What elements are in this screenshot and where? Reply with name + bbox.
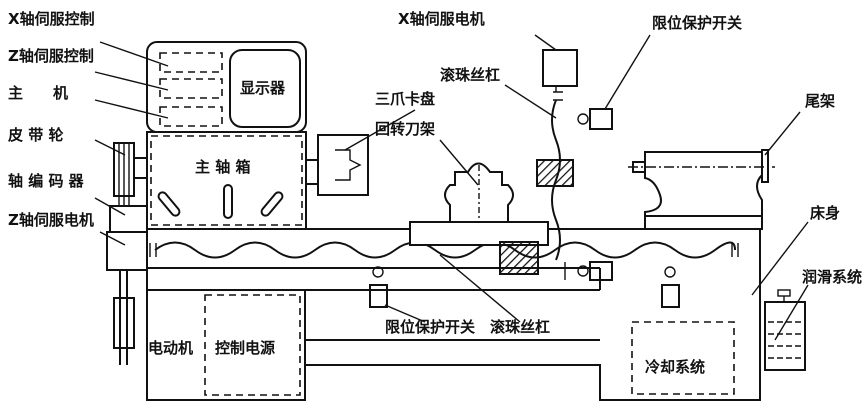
limit-switch-top-label: 限位保护开关 (652, 14, 742, 32)
three-jaw-chuck (305, 134, 369, 196)
ball-screw-bottom-label: 滚珠丝杠 (490, 318, 550, 336)
leader-lines (94, 34, 809, 341)
host-label: 主 机 (8, 84, 68, 102)
display (229, 49, 301, 128)
display-label: 显示器 (240, 79, 286, 97)
lower-pulley (113, 297, 135, 349)
limit-switch-bottom-label: 限位保护开关 (385, 318, 475, 336)
turret (409, 162, 549, 275)
tailstock (628, 149, 775, 230)
tailstock-label: 尾架 (805, 92, 835, 110)
lubrication-tank (764, 289, 806, 371)
limit-switch-mid (564, 261, 613, 281)
belt-pulley (113, 142, 148, 206)
limit-switch-top (577, 108, 613, 130)
turret-label: 回转刀架 (375, 120, 435, 138)
x-servo-motor (542, 49, 578, 87)
z-servo-motor (106, 231, 148, 271)
z-ball-screw (154, 241, 736, 259)
spindle-encoder-label: 轴 编 码 器 (8, 172, 85, 190)
limit-switch-right (661, 266, 680, 308)
lubrication-label: 润滑系统 (802, 268, 862, 286)
bed-label: 床身 (810, 204, 840, 222)
ball-nut (536, 159, 574, 187)
z-servo-control-label: Z轴伺服控制 (8, 47, 94, 65)
x-servo-control-label: X轴伺服控制 (8, 10, 95, 28)
cooling-label: 冷却系统 (645, 358, 705, 376)
lathe-bed (146, 228, 761, 401)
three-jaw-chuck-label: 三爪卡盘 (375, 90, 435, 108)
ball-screw-top-label: 滚珠丝杠 (440, 66, 500, 84)
x-servo-motor-label: X轴伺服电机 (398, 10, 485, 28)
control-power-label: 控制电源 (215, 339, 275, 357)
z-servo-motor-label: Z轴伺服电机 (8, 211, 94, 229)
belt-pulley-label: 皮 带 轮 (8, 126, 63, 144)
motor-label: 电动机 (148, 339, 193, 357)
headstock: 主 轴 箱 (146, 131, 307, 230)
limit-switch-bottom (369, 266, 388, 308)
headstock-label: 主 轴 箱 (195, 158, 250, 176)
control-cabinet: 显示器 (146, 41, 307, 133)
